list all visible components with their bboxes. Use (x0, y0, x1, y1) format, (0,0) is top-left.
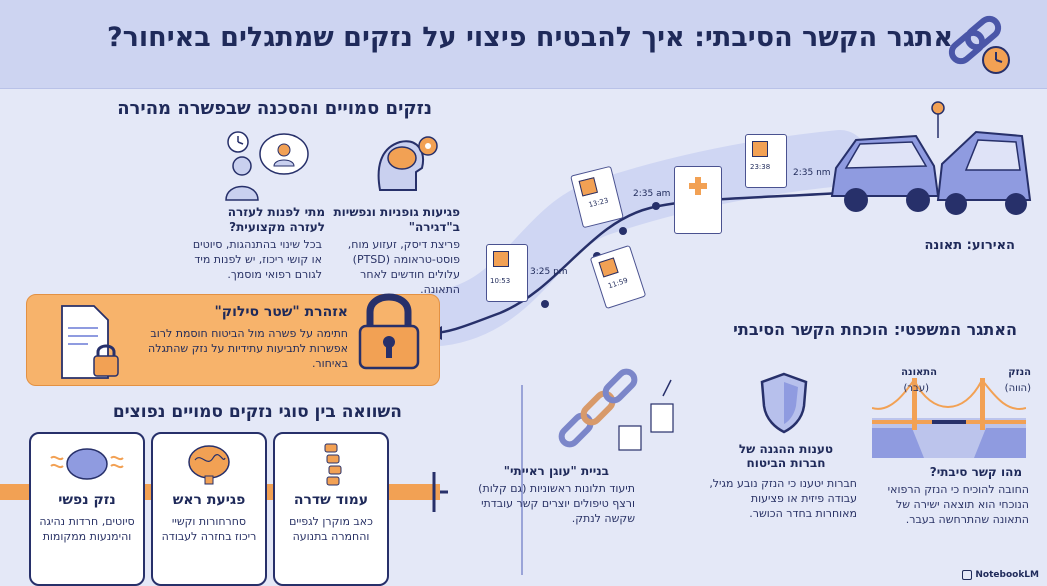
person-doctor-icon (222, 128, 314, 202)
section-divider (521, 385, 523, 575)
chain-title: בניית "עוגן ראייתי" (503, 464, 609, 478)
when-help-title: מתי לפנות לעזרה לעזרה מקצועית? (227, 205, 325, 234)
injuries-body: פריצת דיסק, זעזוע מוח, פוסט-טראומה (PTSD… (347, 238, 460, 296)
warning-body: חתימה על פשרה מול הביטוח חוסמת לרוב אפשר… (148, 327, 348, 370)
brain-icon (188, 445, 230, 485)
comparison-card-mental: נזק נפשי סיוטים, חרדות נהיגה והימנעות ממ… (29, 432, 145, 586)
card-title: פגיעת ראש (172, 492, 246, 508)
warning-title: אזהרת "שטר סילוק" (214, 304, 348, 320)
bridge-label-left-title: התאונה (901, 367, 937, 378)
causal-title: מהו קשר סיבתי? (929, 465, 1022, 479)
doc-time: 10:53 (490, 277, 511, 285)
comparison-card-head: פגיעת ראש סחרחורות וקשיי ריכוז בחזרה לעב… (151, 432, 267, 586)
lock-icon (356, 288, 422, 372)
brain-gear-icon (370, 128, 442, 198)
event-label: האירוע: תאונה (924, 238, 1015, 253)
chain-body: תיעוד תלונות ראשוניות (גם קלות) ורצף טיפ… (478, 482, 635, 525)
page-title: אתגר הקשר הסיבתי: איך להבטיח פיצוי על נז… (106, 22, 953, 53)
timeline-document: 23:38 (745, 134, 787, 188)
bridge-label-right-sub: (הווה) (1004, 383, 1031, 394)
card-body: כאב מוקרן לגפיים והחמרה בתנועה (289, 515, 373, 543)
shield-icon (758, 372, 810, 434)
card-body: סחרחורות וקשיי ריכוז בחזרה לעבודה (161, 515, 257, 543)
when-help-body: בכל שינוי בהתנהגות, סיוטים או קושי ריכוז… (192, 238, 322, 281)
chain-link-clock-icon (944, 14, 1014, 80)
bridge-icon (871, 368, 1027, 458)
footer-brand-label: NotebookLM (975, 570, 1039, 580)
document-lock-icon (58, 304, 122, 380)
card-body: סיוטים, חרדות נהיגה והימנעות ממקומות (39, 515, 135, 543)
bridge-label-right-title: הנזק (1008, 367, 1031, 378)
timeline-document: 10:53 (486, 244, 528, 302)
car-crash-icon (826, 100, 1036, 228)
header-bar (0, 0, 1047, 89)
chain-documents-icon (553, 366, 703, 452)
bridge-label-left-sub: (עבר) (903, 383, 930, 394)
comparison-card-spine: עמוד שדרה כאב מוקרן לגפיים והחמרה בתנועה (273, 432, 389, 586)
timeline-time: 2:35 am (633, 189, 671, 199)
doc-time: 11:59 (607, 276, 629, 291)
spine-icon (324, 443, 342, 486)
timeline-time: 2:35 nm (793, 168, 831, 178)
medical-document (674, 166, 722, 234)
notebook-icon (962, 570, 973, 580)
hidden-damage-heading: נזקים סמויים והסכנה שבפשרה מהירה (117, 98, 432, 119)
doc-time: 23:38 (750, 163, 771, 171)
card-title: עמוד שדרה (293, 492, 369, 508)
timeline-time: 3:25 pm (530, 267, 568, 277)
legal-heading: האתגר המשפטי: הוכחת הקשר הסיבתי (733, 320, 1017, 339)
defense-title: טענות ההגנה של חברות הביטוח (738, 442, 834, 470)
mind-waves-icon (50, 448, 124, 480)
causal-body: החובה להוכיח כי הנזק הרפואי הנוכחי הוא ת… (887, 483, 1029, 526)
comparison-heading: השוואה בין סוגי נזקים סמויים נפוצים (112, 402, 402, 422)
defense-body: חברות יטענו כי הנזק נובע מגיל, עבודה פיז… (709, 477, 857, 520)
footer-brand: NotebookLM (962, 570, 1039, 580)
card-title: נזק נפשי (58, 492, 116, 508)
doc-time: 13:23 (587, 196, 610, 210)
injuries-title: פגיעות גופניות ונפשיות ב"דגירה" (333, 205, 460, 234)
